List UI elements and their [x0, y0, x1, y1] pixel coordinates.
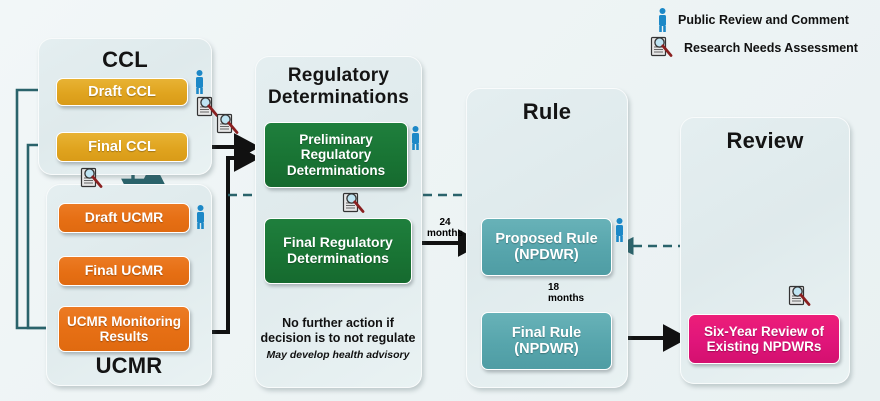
six-year-review-line2: Existing NPDWRs	[706, 339, 822, 354]
box-ucmr-monitoring-results[interactable]: UCMR Monitoring Results	[58, 306, 190, 352]
legend-item-research-needs: Research Needs Assessment	[650, 34, 880, 62]
legend-label-research-needs: Research Needs Assessment	[684, 41, 858, 55]
note-no-action-line2: decision is to not regulate	[260, 331, 416, 346]
final-rule-line1: Final Rule	[511, 324, 582, 341]
box-final-ccl-label: Final CCL	[88, 138, 156, 155]
panel-regdet-title-line1: Regulatory	[287, 65, 390, 86]
edge-label-18-months: 18 months	[548, 282, 602, 305]
edge-label-18-number: 18	[548, 282, 560, 293]
box-draft-ccl[interactable]: Draft CCL	[56, 78, 188, 106]
edge-label-24-months: 24 months	[417, 217, 473, 240]
research-document-icon-ucmr	[80, 167, 103, 188]
research-document-icon-final-ccl	[216, 113, 239, 134]
person-icon-proposed-rule	[616, 218, 623, 242]
panel-ucmr-title: UCMR	[95, 353, 163, 378]
prelim-regdet-line1: Preliminary	[299, 132, 373, 148]
legend-item-public-review: Public Review and Comment	[650, 6, 880, 34]
proposed-rule-line2: (NPDWR)	[514, 247, 579, 263]
box-final-ccl[interactable]: Final CCL	[56, 132, 188, 162]
person-icon-draft-ccl	[196, 70, 203, 94]
prelim-regdet-line3: Determinations	[286, 162, 386, 178]
note-no-action-italic: May develop health advisory	[266, 348, 410, 361]
note-no-further-action: No further action if decision is to not …	[258, 316, 418, 361]
edge-label-18-unit: months	[548, 292, 585, 304]
panel-ccl-title: CCL	[102, 47, 148, 72]
person-icon-draft-ucmr	[197, 205, 204, 229]
note-no-action-line1: No further action if	[282, 316, 394, 330]
research-document-icon-draft-ccl	[196, 96, 219, 117]
box-ucmr-monitoring-results-label-line1: UCMR Monitoring	[67, 313, 181, 329]
box-final-ucmr[interactable]: Final UCMR	[58, 256, 190, 286]
box-ucmr-monitoring-results-label-line2: Results	[99, 329, 149, 344]
box-final-ucmr-label: Final UCMR	[84, 262, 164, 279]
person-icon	[659, 8, 666, 32]
box-proposed-rule[interactable]: Proposed Rule (NPDWR)	[481, 218, 612, 276]
box-preliminary-regulatory-determinations[interactable]: Preliminary Regulatory Determinations	[264, 122, 408, 188]
legend-label-public-review: Public Review and Comment	[678, 13, 849, 27]
box-six-year-review[interactable]: Six-Year Review of Existing NPDWRs	[688, 314, 840, 364]
box-final-regulatory-determinations[interactable]: Final Regulatory Determinations	[264, 218, 412, 284]
box-draft-ucmr[interactable]: Draft UCMR	[58, 203, 190, 233]
box-final-rule[interactable]: Final Rule (NPDWR)	[481, 312, 612, 370]
final-regdet-line2: Determinations	[287, 250, 389, 266]
final-rule-line2: (NPDWR)	[514, 341, 579, 357]
panel-rule-title: Rule	[522, 99, 572, 124]
research-document-icon	[650, 36, 673, 57]
legend: Public Review and Comment Research Needs…	[650, 6, 880, 62]
edge-label-24-unit: months	[426, 227, 464, 239]
proposed-rule-line1: Proposed Rule	[495, 230, 598, 247]
prelim-regdet-line2: Regulatory	[300, 147, 372, 163]
panel-regdet-title-line2: Determinations	[267, 87, 410, 108]
box-draft-ucmr-label: Draft UCMR	[84, 209, 164, 226]
six-year-review-line1: Six-Year Review of	[703, 323, 825, 339]
final-regdet-line1: Final Regulatory	[283, 234, 393, 251]
research-document-icon-six-year-review	[788, 285, 811, 306]
edge-label-24-number: 24	[439, 217, 451, 228]
panel-review-title: Review	[726, 128, 804, 153]
research-document-icon-final-regdet	[342, 192, 365, 213]
box-draft-ccl-label: Draft CCL	[88, 83, 156, 100]
person-icon-preliminary-regdet	[412, 126, 419, 150]
